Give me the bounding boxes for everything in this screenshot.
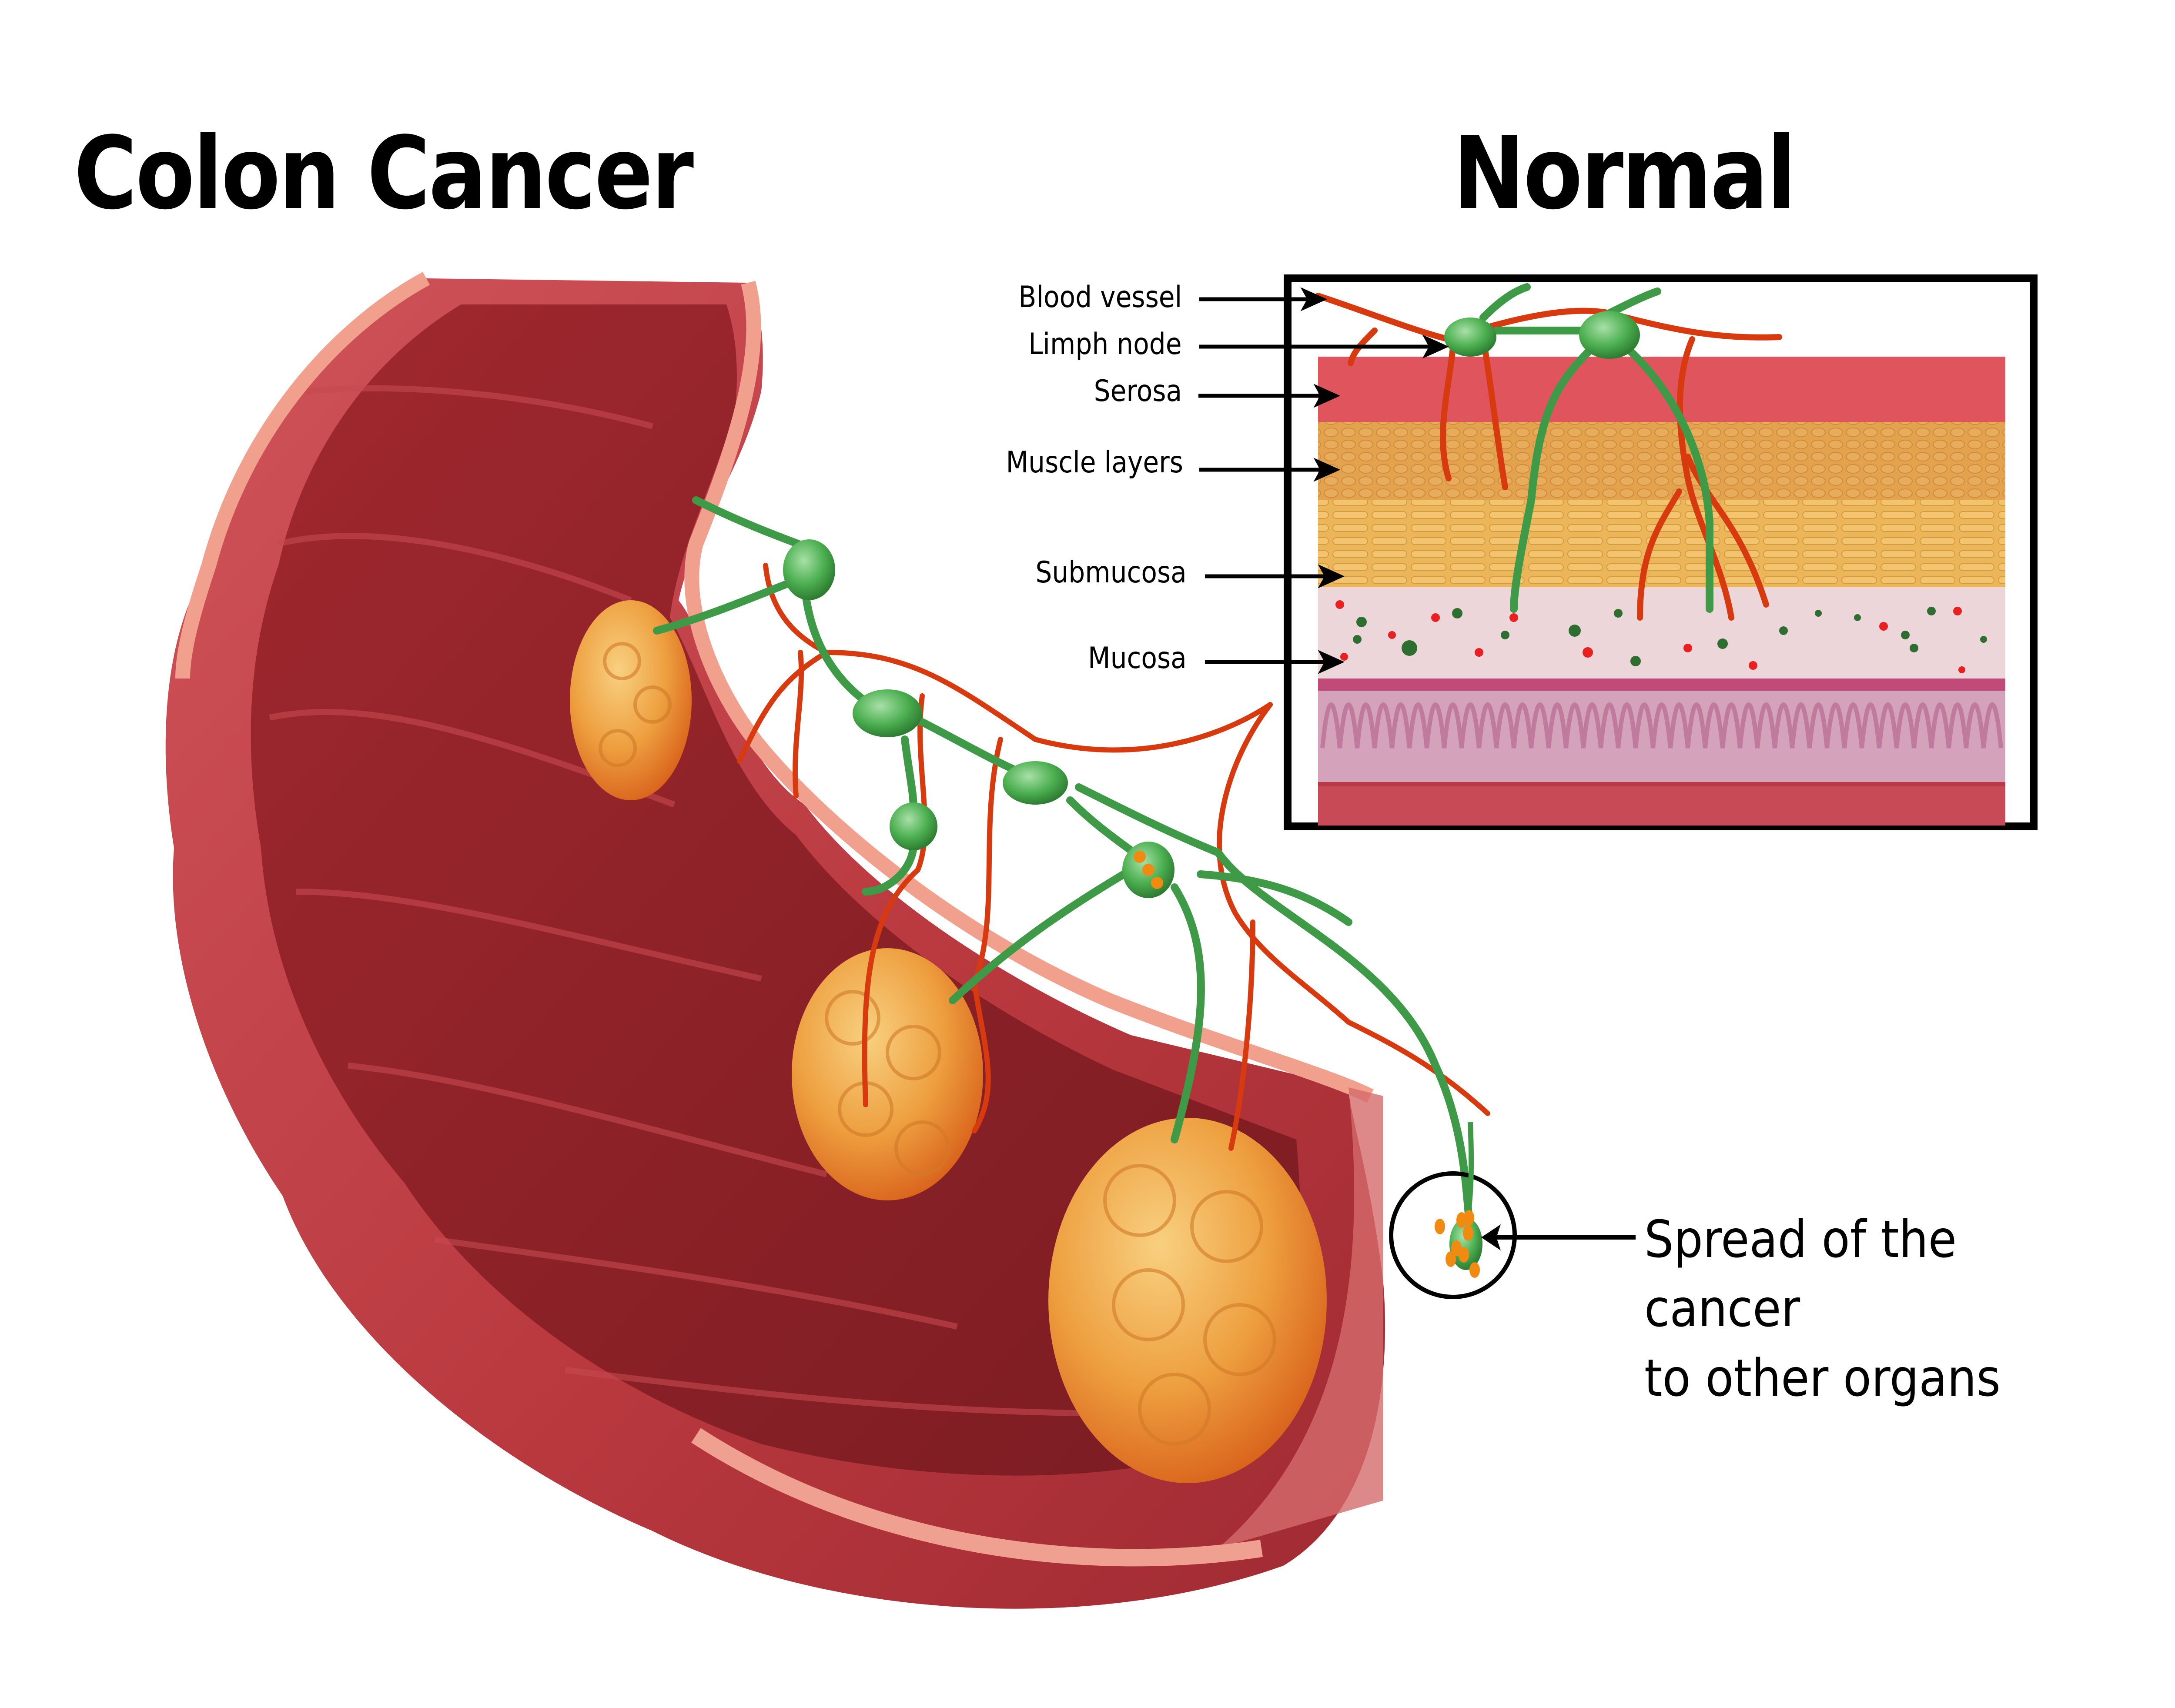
- spread-caption-line1: Spread of the cancer: [1644, 1209, 1957, 1339]
- lymph-vessels: [653, 496, 1474, 1235]
- title-normal: Normal: [1453, 116, 1796, 232]
- tumor-small: [570, 600, 692, 800]
- spread-caption-line2: to other organs: [1644, 1347, 2001, 1408]
- label-blood-vessel: Blood vessel: [1018, 280, 1182, 314]
- submucosa-cells: [1335, 600, 1987, 673]
- layer-muscularis-mucosae: [1318, 679, 2005, 691]
- layer-submucosa: [1318, 587, 2005, 679]
- blood-vessels: [737, 563, 1490, 1151]
- title-colon-cancer: Colon Cancer: [74, 116, 694, 232]
- normal-wall-panel: [1284, 274, 2038, 830]
- spread-caption: Spread of the cancer to other organs: [1644, 1205, 2122, 1413]
- label-mucosa: Mucosa: [1088, 641, 1187, 675]
- label-submucosa: Submucosa: [1035, 555, 1187, 590]
- layer-muscle-outer: [1318, 422, 2005, 500]
- metastasis-node: [1449, 1218, 1482, 1270]
- tumor-large: [1048, 1118, 1327, 1483]
- label-muscle-layers: Muscle layers: [1006, 445, 1183, 480]
- layer-muscle-inner: [1318, 500, 2005, 587]
- colon-illustration: [165, 272, 1490, 1609]
- label-serosa: Serosa: [1094, 374, 1182, 408]
- tumor-medium: [792, 948, 983, 1200]
- label-lymph-node: Limph node: [1028, 327, 1182, 361]
- lymph-nodes: [783, 539, 1174, 898]
- label-arrows: [1198, 287, 1449, 674]
- spread-callout: [1389, 1122, 1636, 1299]
